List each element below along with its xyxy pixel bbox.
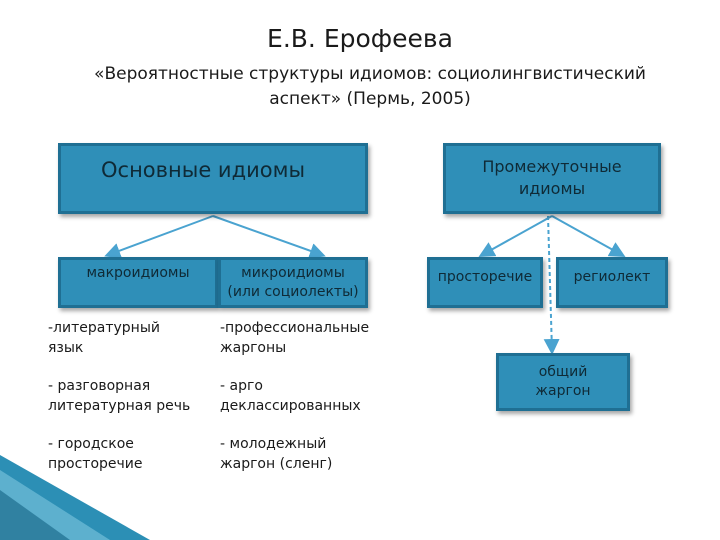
common-jargon-box: общий жаргон: [496, 353, 630, 411]
arrow-to-jargon: [548, 216, 552, 351]
prostorechie-box: просторечие: [427, 257, 543, 308]
arrow-to-macro: [108, 216, 213, 255]
macroidioms-box: макроидиомы: [58, 257, 218, 308]
regiolect-box: региолект: [556, 257, 668, 308]
arrow-to-regiolect: [552, 216, 622, 255]
main-idioms-box: Основные идиомы: [58, 143, 368, 214]
arrow-to-micro: [213, 216, 322, 255]
microidioms-box: микроидиомы (или социолекты): [218, 257, 368, 308]
arrow-to-prostorechie: [482, 216, 552, 255]
intermediate-idioms-box: Промежуточные идиомы: [443, 143, 661, 214]
